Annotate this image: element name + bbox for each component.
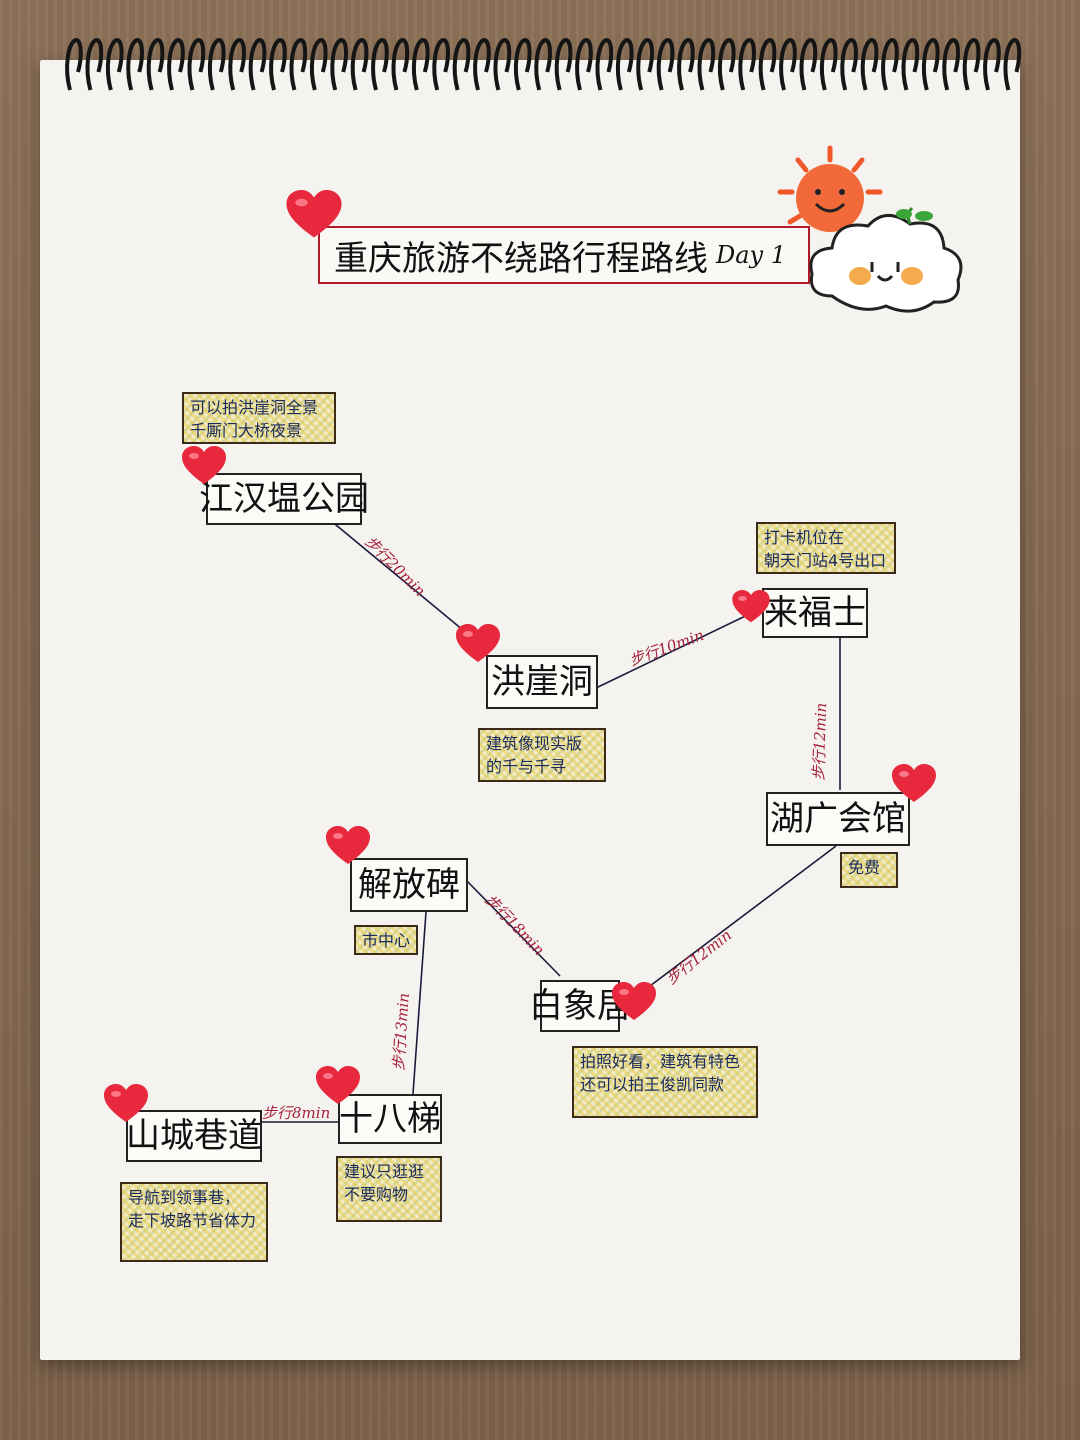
spiral-coil (432, 37, 450, 91)
spiral-coil (513, 37, 532, 91)
spiral-coil (473, 37, 491, 91)
spiral-coil (146, 37, 165, 91)
walk-label: 步行12min (809, 702, 831, 781)
stop-shibati: 十八梯 (338, 1094, 442, 1144)
spiral-coil (269, 37, 287, 91)
sun-icon (777, 145, 883, 232)
spiral-coil (391, 37, 410, 91)
day-label: Day 1 (716, 241, 787, 269)
spiral-coil (758, 37, 777, 91)
spiral-coil (65, 37, 83, 91)
title-banner: 重庆旅游不绕路行程路线 Day 1 (318, 226, 810, 284)
spiral-coil (860, 37, 879, 91)
heart-icon (892, 764, 936, 802)
route-line (465, 879, 561, 977)
spiral-coil (819, 37, 838, 91)
stop-shanchengxiangdao: 山城巷道 (126, 1110, 262, 1162)
note-baiyuju: 拍照好看，建筑有特色还可以拍王俊凯同款 (572, 1046, 758, 1118)
spiral-coil (411, 37, 430, 91)
stop-laifushi: 来福士 (762, 588, 868, 638)
spiral-coil (615, 37, 634, 91)
spiral-coil (636, 37, 654, 91)
spiral-coil (677, 37, 695, 91)
spiral-binding-icon (65, 37, 1022, 91)
spiral-coil (595, 37, 614, 91)
stop-jiefangbei: 解放碑 (350, 858, 468, 912)
spiral-coil (779, 37, 797, 91)
route-line (412, 911, 427, 1095)
spiral-coil (228, 37, 246, 91)
spiral-coil (901, 37, 920, 91)
heart-icon (104, 1084, 148, 1122)
note-jiefangbei: 市中心 (354, 925, 418, 955)
heart-icon (732, 590, 770, 623)
note-hongyadong: 建筑像现实版的千与千寻 (478, 728, 606, 782)
spiral-coil (656, 37, 675, 91)
spiral-coil (371, 37, 389, 91)
spiral-coil (962, 37, 981, 91)
spiral-coil (921, 37, 940, 91)
spiral-coil (1003, 37, 1022, 91)
heart-icon (182, 446, 226, 484)
note-jianghanzui: 可以拍洪崖洞全景千厮门大桥夜景 (182, 392, 336, 444)
note-huguanghuiguan: 免费 (840, 852, 898, 888)
walk-label: 步行8min (262, 1104, 331, 1122)
spiral-coil (942, 37, 960, 91)
stop-jianghanzui: 江汉塭公园 (199, 473, 369, 525)
spiral-coil (85, 37, 104, 91)
spiral-coil (717, 37, 736, 91)
page-title: 重庆旅游不绕路行程路线 (334, 238, 708, 279)
cloud-icon (809, 206, 963, 313)
spiral-coil (575, 37, 593, 91)
route-line (595, 607, 763, 689)
spiral-coil (187, 37, 206, 91)
spiral-coil (126, 37, 144, 91)
stop-huguanghuiguan: 湖广会馆 (766, 792, 910, 846)
spiral-coil (452, 37, 471, 91)
spiral-coil (738, 37, 756, 91)
spiral-coil (330, 37, 348, 91)
stop-hongyadong: 洪崖洞 (486, 655, 598, 709)
heart-icon (286, 190, 342, 238)
heart-icon (316, 1066, 360, 1104)
spiral-coil (493, 37, 512, 91)
spiral-coil (167, 37, 185, 91)
spiral-coil (350, 37, 369, 91)
note-shanchengxiangdao: 导航到领事巷，走下坡路节省体力 (120, 1182, 268, 1262)
spiral-coil (554, 37, 573, 91)
heart-icon (456, 624, 500, 662)
note-laifushi: 打卡机位在朝天门站4号出口 (756, 522, 896, 574)
spiral-coil (534, 37, 552, 91)
spiral-coil (289, 37, 308, 91)
spiral-coil (697, 37, 716, 91)
spiral-coil (799, 37, 818, 91)
heart-icon (326, 826, 370, 864)
heart-icon (612, 982, 656, 1020)
route-line (617, 845, 837, 1011)
route-line (329, 519, 476, 641)
spiral-coil (309, 37, 328, 91)
note-shibati: 建议只逛逛不要购物 (336, 1156, 442, 1222)
spiral-coil (207, 37, 226, 91)
spiral-coil (248, 37, 267, 91)
spiral-coil (105, 37, 124, 91)
stop-baiyuju: 白象居 (529, 980, 631, 1032)
spiral-coil (840, 37, 858, 91)
spiral-coil (881, 37, 899, 91)
spiral-coil (983, 37, 1001, 91)
